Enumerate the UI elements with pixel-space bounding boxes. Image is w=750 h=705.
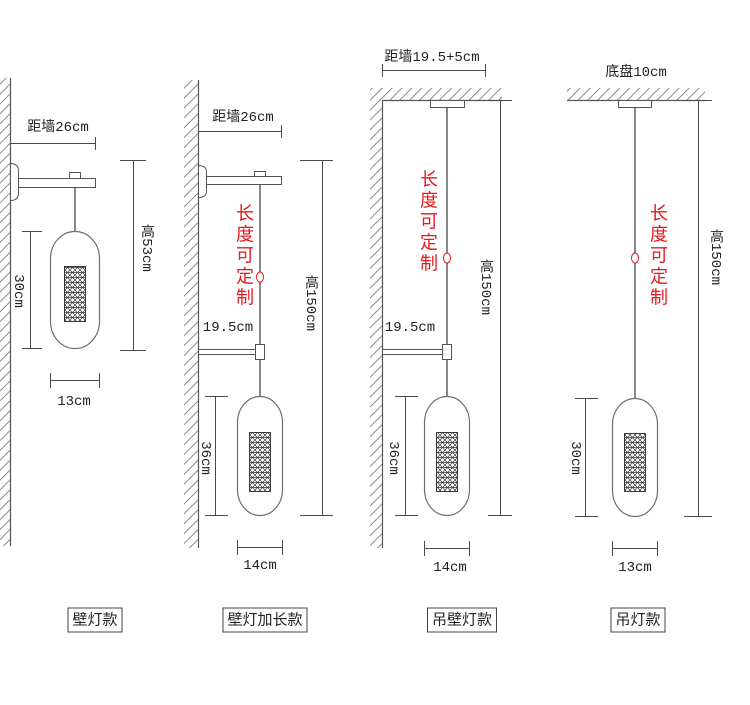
total-height-label: 高150cm [477, 258, 493, 316]
custom-length-note: 长度可定制 [417, 169, 438, 275]
rod-joint [256, 271, 264, 283]
arm-length-label: 19.5cm [202, 320, 254, 336]
shade-height-dimension [205, 396, 228, 516]
lower-arm [382, 349, 443, 355]
bracket-arm [206, 176, 282, 185]
shade-width-dimension [50, 373, 100, 388]
arm-length-label: 19.5cm [384, 320, 436, 336]
mesh-core [64, 266, 86, 322]
glass-shade [49, 230, 101, 350]
arm-connector [254, 171, 266, 177]
wall-lamp-drawing [0, 78, 146, 546]
panel-caption: 吊灯款 [610, 607, 666, 633]
ceiling-hatch [378, 88, 502, 100]
total-height-dimension [488, 100, 512, 516]
wall-mount-plate [198, 164, 207, 199]
base-plate-label: 底盘10cm [605, 65, 667, 81]
mesh-core [249, 432, 271, 492]
shade-width-dimension [424, 541, 470, 556]
shade-height-label: 36cm [385, 441, 401, 475]
glass-shade [611, 397, 659, 518]
total-height-dimension [300, 160, 333, 516]
extended-wall-lamp-drawing [184, 80, 333, 555]
panel-caption: 壁灯款 [67, 607, 123, 633]
wall-offset-label: 距墙19.5+5cm [384, 50, 480, 66]
ceiling-canopy [618, 100, 652, 108]
wall-offset-dimension [382, 64, 486, 77]
shade-width-label: 13cm [57, 394, 91, 410]
shade-width-label: 14cm [243, 558, 277, 574]
total-height-label: 高150cm [302, 274, 318, 332]
shade-height-dimension [575, 398, 598, 517]
wall-hatch [184, 80, 198, 548]
mesh-core [436, 432, 458, 492]
wall-offset-label: 距墙26cm [212, 110, 274, 126]
total-height-dimension [684, 100, 712, 517]
custom-length-note: 长度可定制 [233, 203, 254, 309]
total-height-label: 高53cm [138, 224, 154, 272]
rod-joint [443, 252, 451, 264]
arm-connector [69, 172, 81, 179]
shade-height-dimension [22, 231, 42, 349]
wall-offset-dimension [198, 125, 282, 138]
pendant-lamp-drawing [567, 88, 712, 556]
mesh-core [624, 433, 646, 492]
pendant-wall-lamp-drawing [370, 64, 512, 556]
shade-width-label: 14cm [433, 560, 467, 576]
arm-rod-connector [442, 344, 452, 360]
glass-shade [423, 395, 471, 517]
wall-offset-dimension [10, 137, 96, 150]
wall-offset-label: 距墙26cm [27, 120, 89, 136]
wall-hatch [0, 78, 10, 546]
wall-hatch [370, 88, 382, 548]
glass-shade [236, 395, 284, 517]
wall-mount-plate [10, 162, 19, 202]
custom-length-note: 长度可定制 [647, 203, 668, 309]
total-height-dimension [120, 160, 146, 351]
shade-height-label: 36cm [197, 441, 213, 475]
shade-width-label: 13cm [618, 560, 652, 576]
lower-arm [198, 349, 256, 355]
shade-height-label: 30cm [10, 274, 26, 308]
shade-height-dimension [395, 396, 418, 516]
shade-width-dimension [237, 540, 283, 555]
ceiling-canopy [430, 100, 465, 108]
ceiling-hatch [567, 88, 705, 100]
shade-height-label: 30cm [567, 441, 583, 475]
total-height-label: 高150cm [707, 228, 723, 286]
shade-width-dimension [612, 541, 658, 556]
panel-caption: 吊壁灯款 [426, 607, 498, 633]
rod-joint [631, 252, 639, 264]
arm-rod-connector [255, 344, 265, 360]
bracket-arm [18, 178, 96, 188]
panel-caption: 壁灯加长款 [222, 607, 308, 633]
